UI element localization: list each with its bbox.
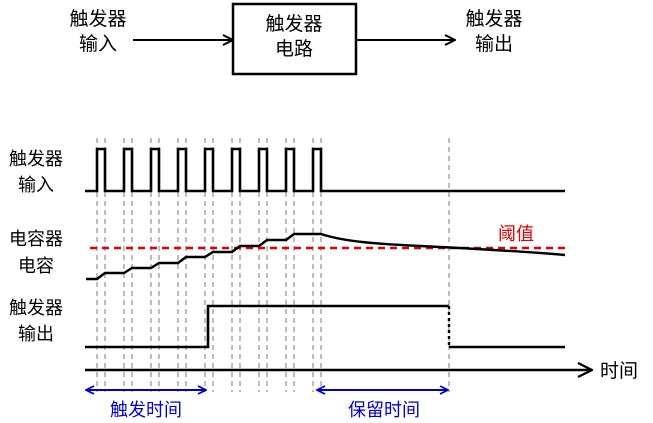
row-label-capacitor-2: 电容 bbox=[18, 256, 54, 277]
trigger-input-waveform bbox=[85, 147, 565, 193]
row-label-trigger-input-1: 触发器 bbox=[9, 149, 63, 170]
row-label-trigger-input-2: 输入 bbox=[18, 175, 54, 196]
trigger-output-waveform bbox=[85, 304, 449, 349]
row-label-capacitor-1: 电容器 bbox=[9, 229, 63, 250]
input-label-line1: 触发器 bbox=[69, 8, 126, 30]
output-label-line1: 触发器 bbox=[465, 8, 522, 30]
capacitor-waveform bbox=[86, 232, 566, 281]
threshold-label: 阈值 bbox=[498, 224, 534, 245]
row-labels: 触发器 输入 电容器 电容 触发器 输出 bbox=[9, 149, 63, 345]
row-label-trigger-output-1: 触发器 bbox=[9, 298, 63, 319]
time-axis-label: 时间 bbox=[600, 360, 638, 382]
block-diagram: 触发器 输入 触发器 电路 触发器 输出 bbox=[69, 2, 523, 76]
hold-time-label: 保留时间 bbox=[348, 400, 420, 421]
block-label-line2: 电路 bbox=[275, 38, 313, 60]
guide-lines bbox=[96, 138, 450, 392]
row-label-trigger-output-2: 输出 bbox=[18, 324, 54, 345]
input-label-line2: 输入 bbox=[79, 33, 117, 55]
trigger-time-label: 触发时间 bbox=[110, 400, 182, 421]
output-label-line2: 输出 bbox=[475, 33, 513, 55]
block-label-line1: 触发器 bbox=[265, 13, 322, 35]
